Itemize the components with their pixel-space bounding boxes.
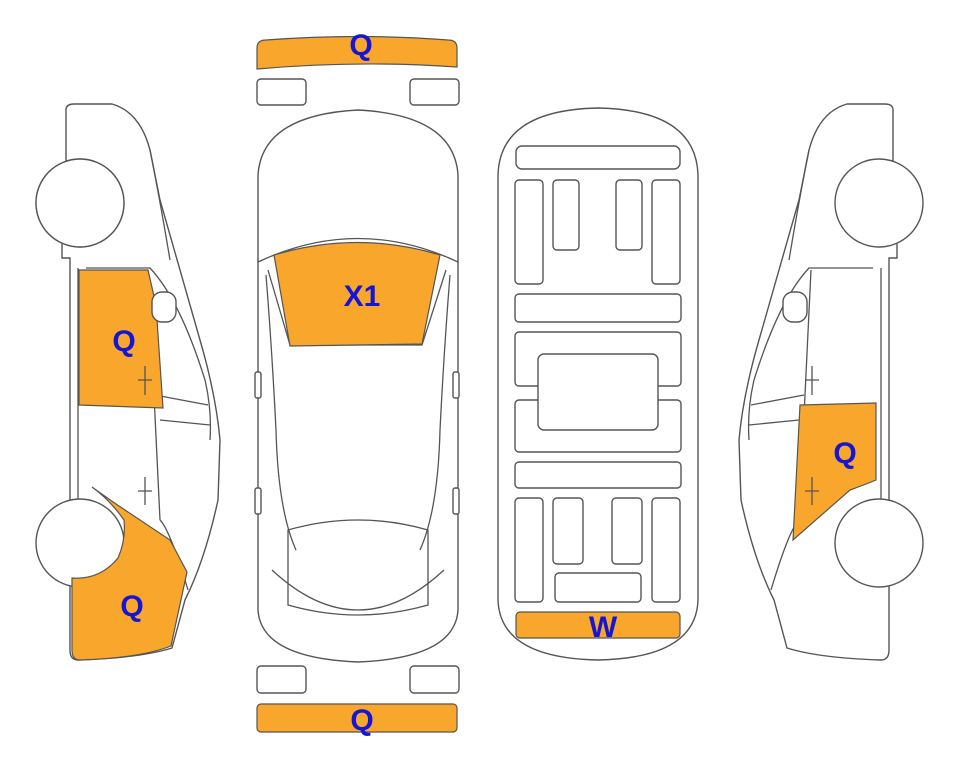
underbody-center-plate — [537, 353, 659, 431]
front-right-headlight — [409, 78, 460, 106]
rear-left-light — [256, 665, 307, 694]
right-rear-door-panel — [792, 402, 877, 542]
left-front-wheel-top — [35, 158, 125, 248]
right-mirror — [782, 291, 808, 323]
rear-right-light — [409, 665, 460, 694]
windshield-label: X1 — [344, 280, 381, 313]
left-rear-quarter-label: Q — [120, 590, 143, 623]
front-bumper-panel — [256, 35, 458, 70]
left-mirror — [151, 291, 177, 323]
underbody-rear-label: W — [589, 611, 618, 644]
rear-bumper-panel — [256, 703, 458, 733]
front-bumper-label: Q — [349, 29, 372, 62]
left-side-view: Q Q — [35, 103, 221, 661]
underbody-view: W — [497, 107, 699, 661]
right-side-view: Q — [738, 103, 924, 661]
right-rear-door-label: Q — [833, 437, 856, 470]
underbody-rear-panel — [515, 611, 681, 639]
rear-bumper-label: Q — [350, 704, 373, 737]
windshield-panel — [273, 241, 441, 347]
left-front-door-label: Q — [112, 325, 135, 358]
left-rear-quarter-panel — [71, 486, 188, 661]
right-front-wheel — [834, 158, 924, 248]
front-left-headlight — [256, 78, 307, 106]
left-front-door-panel — [78, 269, 164, 409]
right-rear-wheel — [834, 498, 924, 588]
top-view: Q X1 Q — [254, 29, 460, 737]
